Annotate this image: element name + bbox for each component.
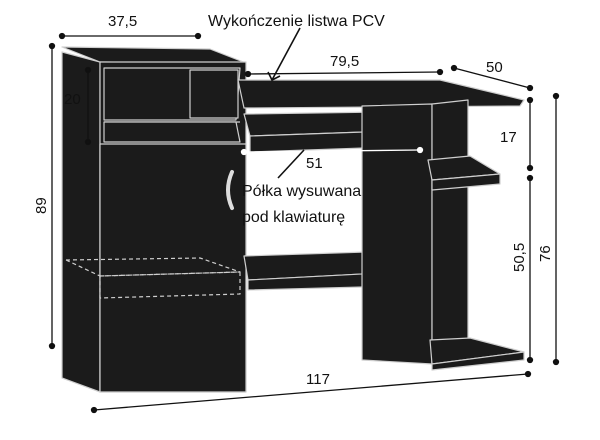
upper-compartment-back bbox=[189, 69, 239, 119]
dimension-lines bbox=[48, 32, 560, 414]
right-support-side bbox=[431, 99, 469, 365]
right-bottom-shelf-front bbox=[431, 351, 525, 371]
door-handle-icon bbox=[226, 170, 234, 210]
edge-finish-label: Wykończenie listwa PCV bbox=[208, 13, 385, 30]
tower-door bbox=[99, 143, 247, 393]
tray-note-line1: Półka wysuwana bbox=[242, 183, 361, 200]
desk-height-label: 50,5 bbox=[511, 243, 528, 272]
tray-width-label: 51 bbox=[306, 155, 323, 172]
upper-shelf-height-label: 20 bbox=[64, 91, 81, 108]
right-support-front bbox=[361, 103, 433, 365]
depth-label: 50 bbox=[486, 59, 503, 76]
desk-furniture bbox=[61, 46, 525, 393]
right-gap-label: 17 bbox=[500, 129, 517, 146]
tray-note-line2: pod klawiaturę bbox=[242, 209, 345, 226]
hidden-shelf-front bbox=[99, 271, 241, 299]
desk-width-label: 79,5 bbox=[330, 53, 359, 70]
right-total-label: 76 bbox=[537, 245, 554, 262]
upper-compartment-bottom bbox=[103, 121, 241, 143]
total-height-label: 89 bbox=[33, 197, 50, 214]
pointer-arrows bbox=[267, 27, 305, 179]
right-upper-shelf-front bbox=[431, 173, 501, 191]
desk-top bbox=[237, 79, 525, 109]
tray-dimension bbox=[240, 146, 424, 156]
total-width-label: 117 bbox=[306, 371, 330, 388]
top-width-label: 37,5 bbox=[108, 13, 137, 30]
